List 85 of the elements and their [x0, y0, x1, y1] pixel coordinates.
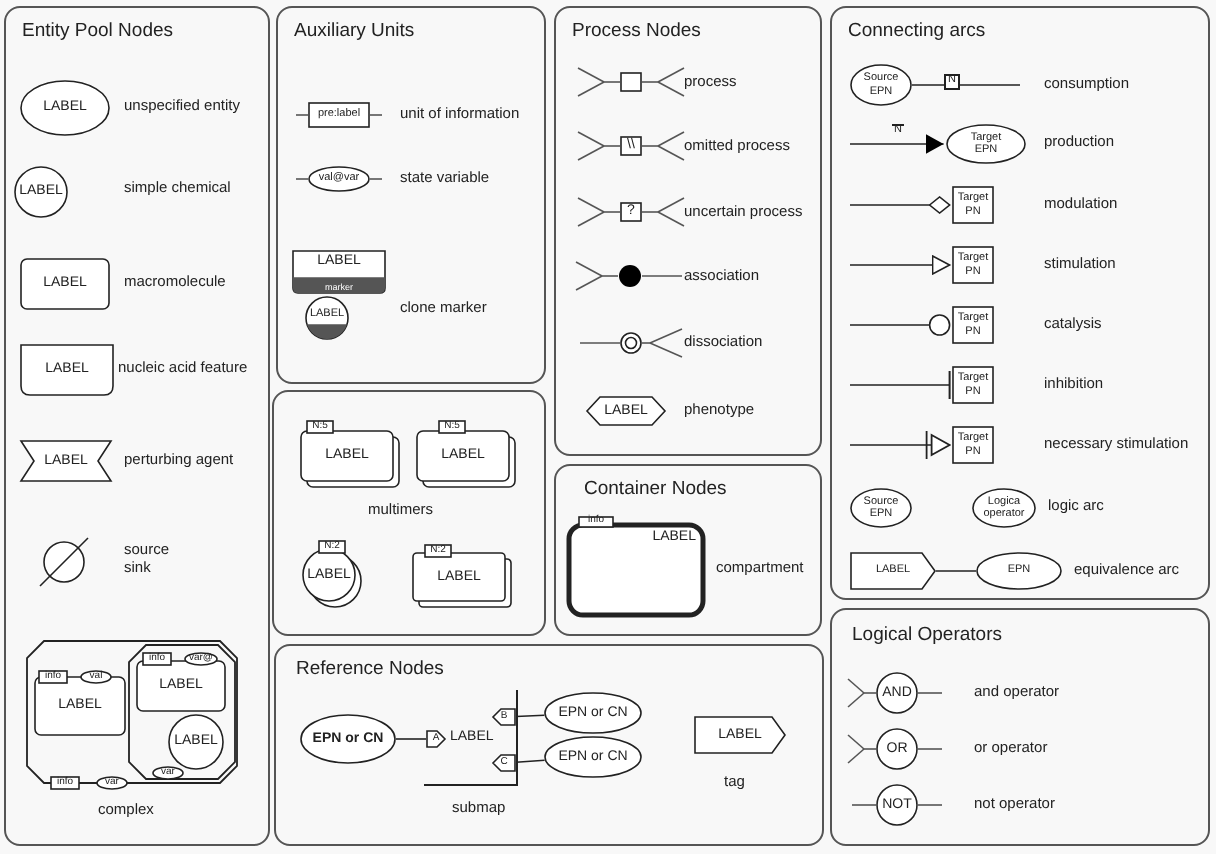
phenotype-hexagon [586, 396, 666, 426]
process-square [620, 72, 642, 92]
process-square [620, 202, 642, 222]
panel-title: Reference Nodes [296, 660, 444, 679]
compartment-shape [566, 522, 706, 618]
panel [276, 6, 546, 384]
tag-shape [426, 730, 446, 748]
ellipse-node [300, 714, 396, 764]
arc-line [849, 134, 945, 154]
rounded-box [136, 660, 226, 712]
tag-shape [492, 708, 516, 726]
source-sink-symbol [38, 536, 90, 588]
panel-title: Connecting arcs [848, 22, 986, 41]
arc-line [515, 759, 546, 763]
unit-of-information-box [306, 420, 334, 434]
multimer-box [300, 430, 400, 488]
panel [272, 390, 546, 636]
panel-title: Entity Pool Nodes [22, 22, 174, 41]
dissociation-circles [620, 332, 642, 354]
unit-of-information-box [438, 420, 466, 434]
rounded-box [34, 676, 126, 736]
panel [554, 464, 822, 636]
state-variable-pill [96, 776, 128, 790]
unit-of-information-box [578, 516, 614, 528]
panel [554, 6, 822, 456]
ellipse-node [976, 552, 1062, 590]
unit-of-information-box [142, 652, 172, 666]
ellipse-node [544, 736, 642, 778]
panel-title: Process Nodes [572, 22, 701, 41]
logic-operator-circle [876, 784, 918, 826]
multimer-box [412, 552, 512, 608]
tag-shape [694, 716, 786, 754]
multimer-box [416, 430, 516, 488]
arc-line [849, 430, 951, 460]
target-box [952, 246, 994, 284]
submap-frame [424, 690, 518, 786]
unit-of-information-box [50, 776, 80, 790]
rounded-box [20, 258, 110, 310]
tag-shape [492, 754, 516, 772]
state-variable-pill [152, 766, 184, 780]
target-box [952, 426, 994, 464]
ellipse-node [946, 124, 1026, 164]
arc-line [515, 714, 546, 718]
circle-node [14, 166, 68, 218]
ellipse-node [850, 488, 912, 528]
nucleic-acid-box [20, 344, 114, 396]
tag-shape [850, 552, 936, 590]
panel [830, 6, 1210, 600]
arc-line [395, 738, 427, 740]
unit-of-information-box [38, 670, 68, 684]
logic-operator-circle [876, 728, 918, 770]
unit-of-information-box [308, 102, 370, 128]
arc-line [911, 84, 1021, 86]
target-box [952, 306, 994, 344]
arc-line [849, 314, 951, 336]
panel-title: Logical Operators [852, 626, 1002, 645]
multimer-circle [302, 548, 362, 608]
arc-line [849, 196, 951, 214]
complex-octagon [128, 644, 236, 780]
arc-line [849, 255, 951, 275]
clone-marker-box [292, 250, 386, 294]
clone-marker-circle [304, 296, 350, 340]
perturbing-agent-shape [20, 440, 112, 482]
target-box [952, 366, 994, 404]
unit-of-information-box [318, 540, 346, 554]
circle-node [168, 714, 224, 770]
state-variable-pill [184, 652, 218, 666]
arc-line [849, 370, 951, 400]
panel [4, 6, 270, 846]
process-square [620, 136, 642, 156]
panel-title: Container Nodes [584, 480, 727, 499]
panel [274, 644, 824, 846]
state-variable-pill [308, 166, 370, 192]
unit-of-information-box [424, 544, 452, 558]
ellipse-node [850, 64, 912, 106]
state-variable-pill [80, 670, 112, 684]
association-dot [618, 264, 642, 288]
target-box [952, 186, 994, 224]
logic-operator-circle [876, 672, 918, 714]
panel [830, 608, 1210, 846]
ellipse-node [972, 488, 1036, 528]
ellipse-node [20, 80, 110, 136]
ellipse-node [544, 692, 642, 734]
arc-line [935, 570, 977, 572]
panel-title: Auxiliary Units [294, 22, 415, 41]
